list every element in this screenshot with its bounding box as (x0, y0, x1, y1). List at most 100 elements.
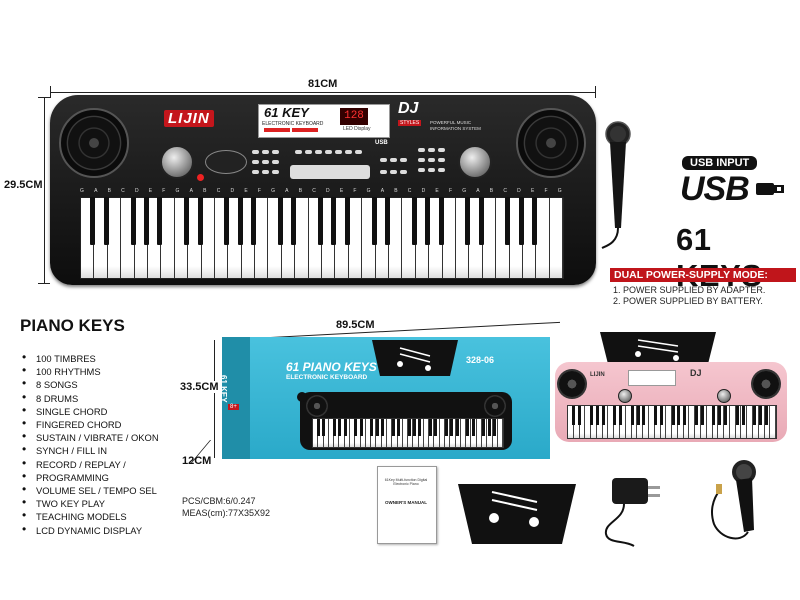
black-key[interactable] (753, 406, 757, 426)
black-key[interactable] (482, 419, 486, 436)
black-key[interactable] (572, 406, 576, 426)
black-key[interactable] (465, 197, 471, 245)
black-key[interactable] (659, 406, 663, 426)
panel-button[interactable] (295, 150, 302, 154)
black-key[interactable] (505, 197, 511, 245)
black-key[interactable] (595, 406, 599, 426)
white-key[interactable] (683, 406, 690, 438)
black-key[interactable] (371, 197, 377, 245)
pink-knob-left[interactable] (618, 389, 632, 403)
panel-button[interactable] (252, 170, 259, 174)
white-key[interactable] (201, 198, 215, 278)
black-key[interactable] (601, 406, 605, 426)
white-key[interactable] (770, 406, 777, 438)
black-key[interactable] (197, 197, 203, 245)
dpad-control[interactable] (205, 150, 247, 174)
white-key[interactable] (295, 198, 309, 278)
panel-button[interactable] (418, 168, 425, 172)
white-key[interactable] (397, 419, 403, 447)
black-key[interactable] (411, 197, 417, 245)
white-key[interactable] (536, 198, 550, 278)
black-key[interactable] (316, 419, 320, 436)
black-key[interactable] (425, 197, 431, 245)
white-key[interactable] (161, 198, 175, 278)
panel-button[interactable] (305, 150, 312, 154)
black-key[interactable] (375, 419, 379, 436)
black-key[interactable] (143, 197, 149, 245)
white-key[interactable] (348, 198, 363, 278)
black-key[interactable] (103, 197, 109, 245)
panel-button[interactable] (262, 150, 269, 154)
black-key[interactable] (359, 419, 363, 436)
pink-knob-right[interactable] (717, 389, 731, 403)
black-key[interactable] (332, 419, 336, 436)
white-key[interactable] (718, 406, 725, 438)
panel-button[interactable] (400, 170, 407, 174)
black-key[interactable] (224, 197, 230, 245)
black-key[interactable] (380, 419, 384, 436)
white-key[interactable] (549, 198, 564, 278)
white-key[interactable] (677, 406, 684, 438)
panel-button[interactable] (438, 168, 445, 172)
white-key[interactable] (643, 406, 649, 438)
black-key[interactable] (237, 197, 243, 245)
panel-button[interactable] (390, 170, 397, 174)
black-key[interactable] (694, 406, 698, 426)
black-key[interactable] (318, 197, 323, 245)
white-key[interactable] (482, 198, 497, 278)
panel-button[interactable] (262, 160, 269, 164)
black-key[interactable] (370, 419, 374, 436)
white-key[interactable] (418, 419, 424, 447)
black-key[interactable] (157, 197, 163, 245)
black-key[interactable] (613, 406, 617, 426)
black-key[interactable] (718, 406, 722, 426)
white-key[interactable] (747, 406, 753, 438)
tempo-knob[interactable] (458, 145, 492, 179)
white-key[interactable] (497, 419, 504, 447)
white-key[interactable] (344, 419, 350, 447)
black-key[interactable] (492, 419, 496, 436)
black-key[interactable] (391, 419, 395, 436)
white-key[interactable] (360, 419, 366, 447)
black-key[interactable] (700, 406, 704, 426)
black-key[interactable] (291, 197, 297, 245)
white-key[interactable] (579, 406, 586, 438)
white-key[interactable] (107, 198, 122, 278)
white-key[interactable] (729, 406, 736, 438)
panel-button[interactable] (252, 150, 259, 154)
black-key[interactable] (487, 419, 491, 436)
white-key[interactable] (695, 406, 701, 438)
black-key[interactable] (683, 406, 687, 426)
panel-button[interactable] (335, 150, 342, 154)
panel-button[interactable] (418, 148, 425, 152)
panel-button[interactable] (400, 158, 407, 162)
volume-knob[interactable] (160, 145, 194, 179)
white-key[interactable] (712, 406, 719, 438)
panel-button[interactable] (325, 150, 332, 154)
black-key[interactable] (338, 419, 342, 436)
black-key[interactable] (654, 406, 657, 426)
black-key[interactable] (630, 406, 634, 426)
white-key[interactable] (602, 406, 609, 438)
white-key[interactable] (689, 406, 696, 438)
panel-button[interactable] (252, 160, 259, 164)
black-key[interactable] (331, 197, 337, 245)
panel-button[interactable] (380, 158, 387, 162)
black-key[interactable] (184, 197, 190, 245)
black-key[interactable] (764, 406, 768, 426)
white-key[interactable] (323, 419, 329, 447)
black-key[interactable] (478, 197, 484, 245)
panel-button[interactable] (438, 148, 445, 152)
black-key[interactable] (741, 406, 745, 426)
panel-button[interactable] (272, 170, 279, 174)
black-key[interactable] (735, 406, 739, 426)
black-key[interactable] (412, 419, 416, 436)
white-key[interactable] (423, 419, 430, 447)
white-key[interactable] (460, 419, 467, 447)
black-key[interactable] (384, 197, 390, 245)
black-key[interactable] (642, 406, 646, 426)
white-key[interactable] (255, 198, 269, 278)
black-key[interactable] (677, 406, 681, 426)
panel-button[interactable] (418, 158, 425, 162)
black-key[interactable] (277, 197, 283, 245)
